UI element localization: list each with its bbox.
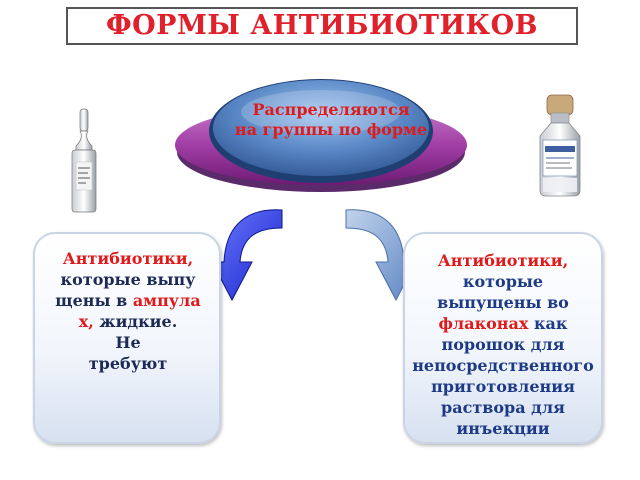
left-text-4: требуют [88,354,168,373]
vial-forms-box: Антибиотики, которые выпущены во флакона… [403,232,603,444]
ampoule-forms-box: Антибиотики, которые выпущены в ампулах,… [33,232,221,444]
left-arrow [211,209,283,302]
ampoule-icon [71,108,97,213]
left-text-2: жидкие. [99,312,178,331]
center-line-2: на группы по форме [234,120,428,139]
left-text-3: Не [115,333,141,352]
left-text-1: которые выпущены в [55,270,196,310]
center-label: Распределяются на группы по форме [196,100,466,140]
vial-icon [539,94,581,197]
center-ellipse [175,79,467,192]
right-text-2: как порошок для непосредственного пригот… [412,314,594,438]
right-heading: Антибиотики, [437,251,569,270]
left-heading: Антибиотики, [62,249,194,268]
right-arrow [345,209,417,302]
center-line-1: Распределяются [252,100,410,119]
left-highlight: ампулах, [78,291,201,331]
right-text-1: которые выпущены во [437,272,569,312]
right-highlight: флаконах [438,314,529,333]
page-title: ФОРМЫ АНТИБИОТИКОВ [66,7,578,45]
